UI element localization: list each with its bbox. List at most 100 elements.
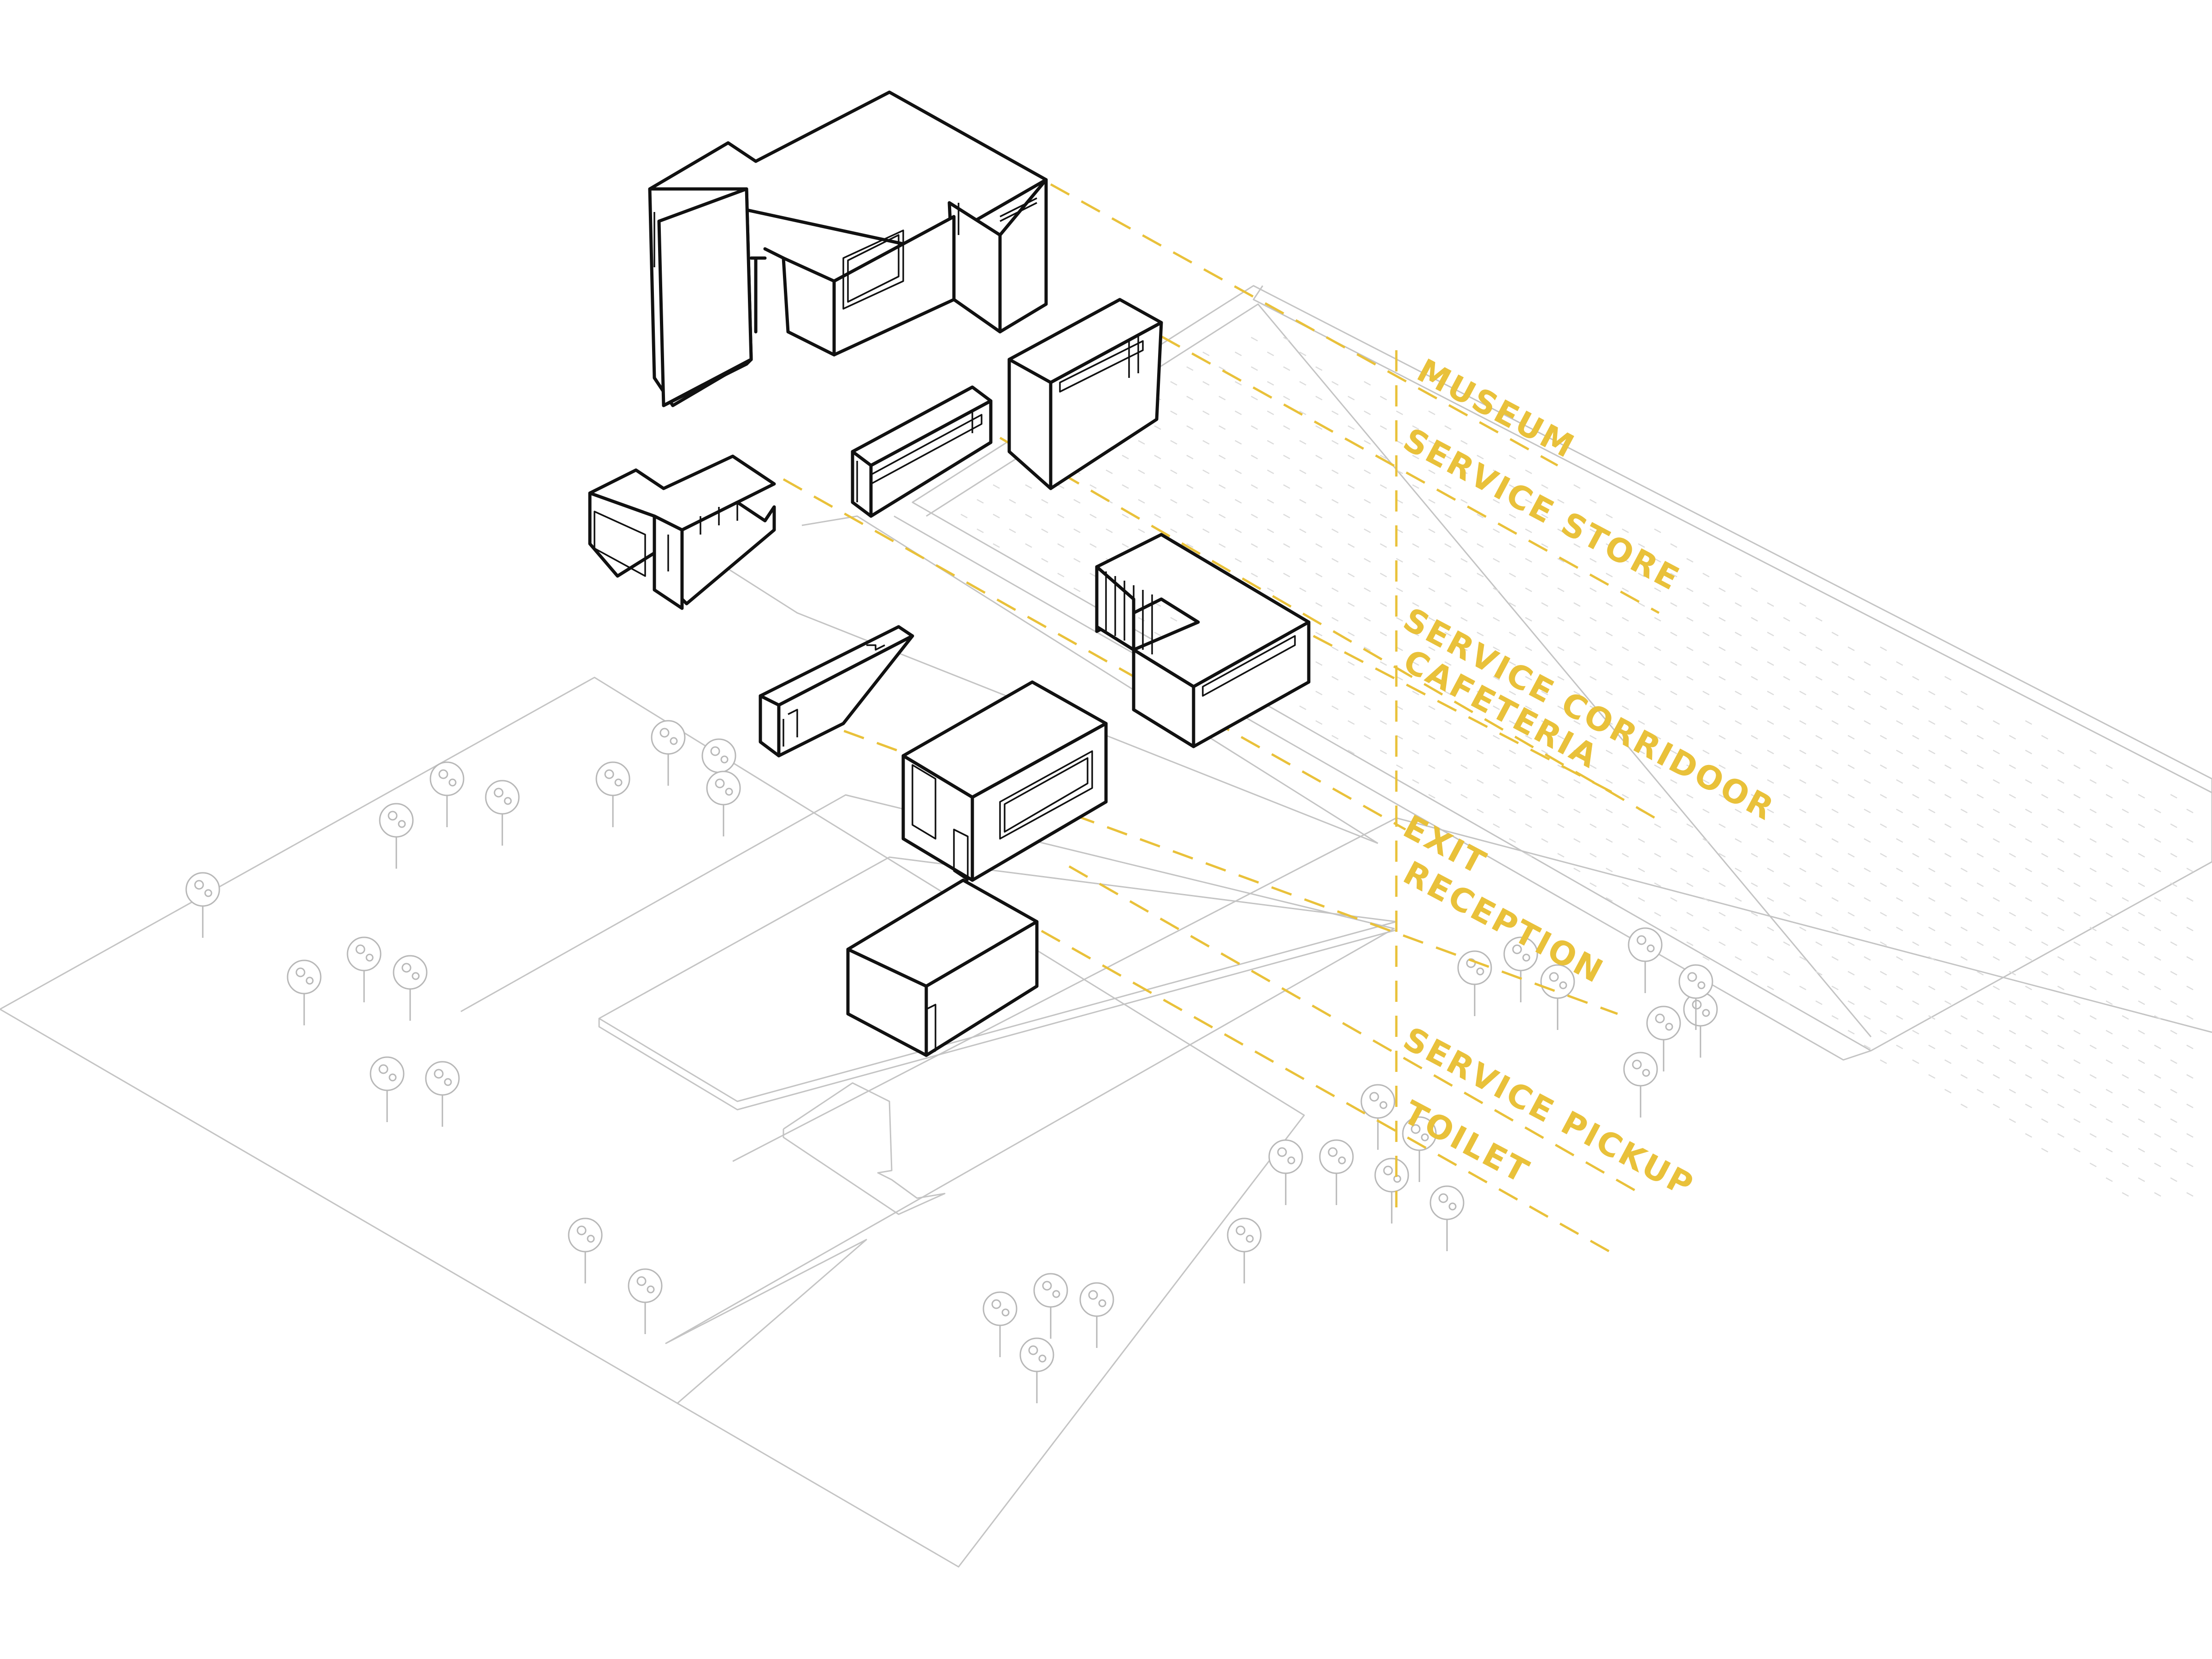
water-dash: [1718, 646, 1730, 653]
water-dash: [1606, 690, 1617, 698]
water-dash: [1235, 410, 1246, 418]
water-dash: [1831, 956, 1842, 963]
water-dash: [1331, 469, 1342, 477]
water-dash: [1444, 690, 1455, 698]
water-dash: [1831, 661, 1842, 668]
water-dash: [1960, 690, 1971, 698]
site-plane: [0, 515, 2212, 1568]
water-dash: [1428, 410, 1439, 418]
water-dash: [1428, 764, 1439, 771]
water-dash: [1315, 425, 1326, 432]
water-dash: [1218, 395, 1230, 403]
water-dash: [2025, 985, 2036, 993]
water-dash: [1670, 720, 1681, 727]
water-dash: [1331, 587, 1342, 594]
water-dash: [1847, 853, 1859, 860]
water-dash: [2106, 794, 2117, 801]
water-dash: [1557, 499, 1568, 506]
water-dash: [2138, 823, 2149, 830]
water-dash: [1815, 705, 1826, 712]
water-dash: [2089, 1044, 2100, 1052]
tree: [485, 780, 520, 846]
water-dash: [1267, 469, 1278, 477]
water-dash: [1767, 867, 1778, 875]
water-dash: [1670, 808, 1681, 816]
water-dash: [1412, 454, 1423, 462]
water-dash: [977, 499, 988, 506]
water-dash: [1912, 882, 1923, 889]
ramp-door: [788, 709, 798, 737]
water-dash: [1847, 764, 1859, 771]
water-dash: [1202, 440, 1213, 447]
water-dash: [1880, 676, 1891, 683]
water-dash: [2025, 720, 2036, 727]
water-dash: [1751, 971, 1762, 978]
water-dash: [1896, 749, 1907, 757]
water-dash: [1299, 351, 1310, 359]
water-dash: [1186, 366, 1197, 373]
water-dash: [2057, 1015, 2068, 1022]
water-dash: [2057, 808, 2068, 816]
water-dash: [1380, 543, 1391, 550]
water-dash: [1444, 543, 1455, 550]
water-dash: [1557, 587, 1568, 594]
tree: [1268, 1139, 1303, 1205]
water-dash: [1880, 794, 1891, 801]
site-inner-strip: [460, 794, 1395, 1404]
water-dash: [1847, 823, 1859, 830]
water-dash: [2025, 1133, 2036, 1140]
water-dash: [1106, 469, 1117, 477]
water-dash: [993, 513, 1004, 521]
water-dash: [1541, 543, 1552, 550]
water-dash: [1509, 631, 1520, 639]
water-dash: [1799, 602, 1810, 609]
pool-edge-step: [1253, 285, 2212, 794]
water-dash: [1993, 897, 2004, 904]
exit-details: [594, 502, 738, 577]
water-dash: [2122, 1192, 2133, 1199]
water-dash: [1331, 440, 1342, 447]
water-dash: [1896, 897, 1907, 904]
water-dash: [1235, 381, 1246, 388]
water-dash: [1412, 572, 1423, 580]
tree: [1683, 992, 1718, 1058]
water-dash: [1202, 528, 1213, 535]
water-dash: [2041, 971, 2052, 978]
water-dash: [1977, 823, 1988, 830]
water-dash: [1993, 749, 2004, 757]
water-dash: [1896, 661, 1907, 668]
water-dash: [1928, 808, 1939, 816]
water-dash: [1815, 1000, 1826, 1007]
water-dash: [1412, 513, 1423, 521]
water-dash: [2073, 1088, 2084, 1096]
leader-cafeteria: [1312, 635, 1614, 794]
water-dash: [2009, 882, 2020, 889]
water-dash: [1525, 764, 1536, 771]
water-dash: [1589, 882, 1600, 889]
water-dash: [1138, 528, 1149, 535]
water-dash: [2009, 912, 2020, 919]
water-dash: [1267, 587, 1278, 594]
water-dash: [1347, 602, 1359, 609]
water-dash: [1622, 587, 1633, 594]
water-dash: [1525, 794, 1536, 801]
water-dash: [1025, 513, 1036, 521]
water-dash: [1557, 823, 1568, 830]
water-dash: [1267, 410, 1278, 418]
water-dash: [1573, 779, 1584, 786]
water-dash: [2057, 897, 2068, 904]
water-dash: [1864, 720, 1875, 727]
water-dash: [1847, 882, 1859, 889]
water-dash: [1396, 617, 1407, 624]
water-dash: [1364, 617, 1375, 624]
water-dash: [1009, 499, 1020, 506]
water-dash: [1267, 440, 1278, 447]
water-dash: [2170, 853, 2181, 860]
water-dash: [2154, 1044, 2165, 1052]
water-dash: [2154, 926, 2165, 934]
tree: [628, 1268, 663, 1334]
water-dash: [1944, 676, 1955, 683]
water-dash: [1912, 1030, 1923, 1037]
water-dash: [1670, 779, 1681, 786]
